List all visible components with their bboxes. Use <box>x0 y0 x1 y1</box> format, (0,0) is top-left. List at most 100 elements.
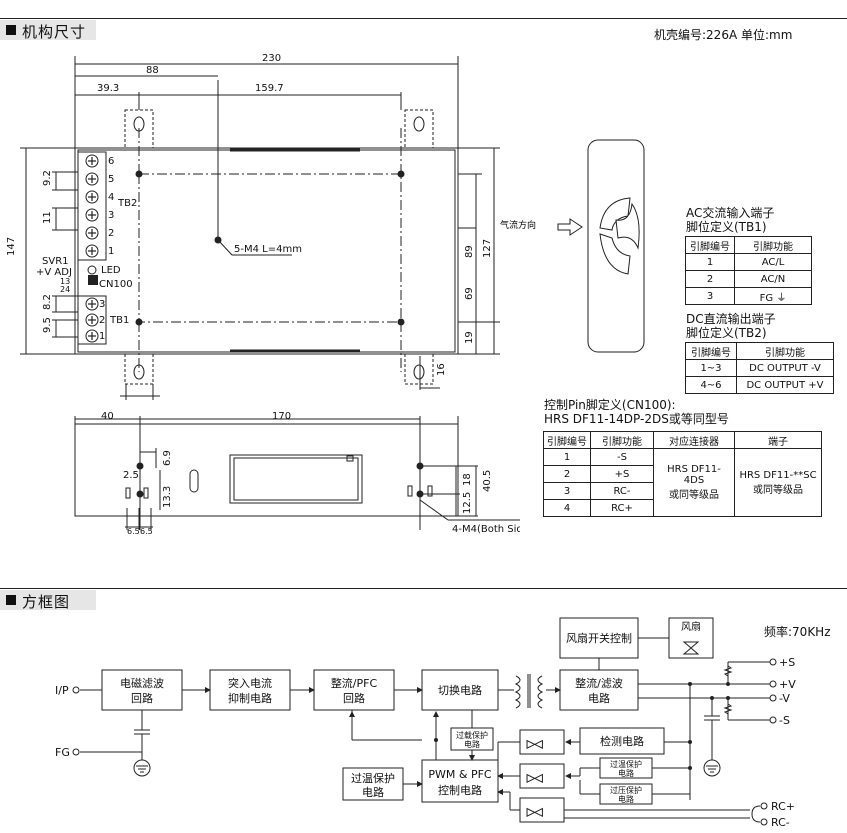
svr-label: SVR1 <box>42 256 69 267</box>
adj-label: +V ADJ <box>36 267 72 278</box>
out-minus-v: -V <box>779 692 790 705</box>
detect-label: 检测电路 <box>600 734 644 748</box>
table-cell: AC/L <box>734 253 812 271</box>
dim-6-9: 6.9 <box>162 450 173 466</box>
dim-127: 127 <box>482 239 493 258</box>
cn100-table-title: 控制Pin脚定义(CN100):HRS DF11-14DP-2DS或等同型号 <box>544 398 729 426</box>
table-cell: 引脚功能 <box>736 342 834 360</box>
optocoupler-icon: ▶◀ <box>527 807 543 818</box>
rc-plus: RC+ <box>771 800 795 813</box>
pin-13-label: 13 <box>60 277 70 286</box>
airflow-label: 气流方向 <box>500 219 536 231</box>
table-cell: 3 <box>685 287 735 305</box>
table-cell: DC OUTPUT -V <box>736 359 834 377</box>
emi-filter-label: 电磁滤波 <box>120 677 164 690</box>
out-plus-v: +V <box>779 678 796 691</box>
out-plus-s: +S <box>779 656 795 669</box>
cn100-label: CN100 <box>99 279 133 290</box>
mount-side-note: 4-M4(Both Sides) L=5mm <box>452 524 520 535</box>
diagram-text: 电路 <box>588 692 610 705</box>
tb2-pin-2: 2 <box>108 228 114 239</box>
fg-label: FG <box>55 746 70 759</box>
tb2-table-title: DC直流输出端子脚位定义(TB2) <box>686 312 776 340</box>
airflow-arrow-icon <box>557 218 583 236</box>
dim-88: 88 <box>146 65 159 76</box>
diagram-text: 抑制电路 <box>228 691 272 705</box>
tb2-pin-6: 6 <box>108 156 114 167</box>
table-cell: 引脚编号 <box>685 236 735 254</box>
switching-label: 切换电路 <box>438 683 482 697</box>
bullet-square-icon <box>6 595 16 605</box>
dim-6-5-a: 6.5 <box>127 527 140 536</box>
fan-label: 风扇 <box>681 620 701 633</box>
diagram-text: 控制电路 <box>438 783 482 797</box>
dim-19: 19 <box>464 331 475 344</box>
dim-40: 40 <box>101 411 114 422</box>
dim-170: 170 <box>272 411 291 422</box>
table-cell: 4 <box>543 499 591 517</box>
table-cell: 3 <box>543 482 591 500</box>
section-title: 方框图 <box>22 593 71 611</box>
dim-2-5: 2.5 <box>123 470 139 481</box>
out-minus-s: -S <box>779 714 790 727</box>
table-cell: 1 <box>543 448 591 466</box>
table-cell: 2 <box>685 270 735 288</box>
dim-11: 11 <box>42 211 53 224</box>
table-cell: HRS DF11-14DP-2DS或等同型号 <box>544 412 729 426</box>
case-info: 机壳编号:226A 单位:mm <box>654 28 793 42</box>
dim-159-7: 159.7 <box>255 83 284 94</box>
table-cell: 2 <box>543 465 591 483</box>
ocp-label: 过载保护 <box>456 730 488 740</box>
tb2-pin-5: 5 <box>108 174 114 185</box>
mount-note: 5-M4 L=4mm <box>234 244 302 255</box>
diagram-text: 电路 <box>618 768 634 778</box>
ot-protect-label: 过温保护 <box>610 759 642 769</box>
diagram-text: 电路 <box>618 794 634 804</box>
tb2-pin-3: 3 <box>108 210 114 221</box>
table-cell: RC+ <box>590 499 654 517</box>
bullet-square-icon <box>6 25 16 35</box>
table-cell: HRS DF11-**SC <box>739 469 817 481</box>
dim-230: 230 <box>262 53 281 64</box>
tb1-table-title: AC交流输入端子脚位定义(TB1) <box>686 206 774 234</box>
table-cell: 引脚编号 <box>685 342 737 360</box>
optocoupler-icon: ▶◀ <box>527 739 543 750</box>
table-cell: FG ⏚ <box>734 287 812 305</box>
diagram-text: 电路 <box>362 786 384 799</box>
dim-16: 16 <box>436 363 447 376</box>
rectifier-label: 整流/滤波 <box>575 676 623 690</box>
section-header-block-diagram: 方框图 <box>0 588 847 612</box>
section-title: 机构尺寸 <box>22 23 87 41</box>
tb2-pin-4: 4 <box>108 192 114 203</box>
dim-6-5-b: 6.5 <box>140 527 153 536</box>
pwm-label: PWM & PFC <box>428 768 492 781</box>
table-cell: 对应连接器 <box>653 431 735 449</box>
inrush-label: 突入电流 <box>228 676 272 690</box>
table-cell: DC直流输出端子 <box>686 312 776 326</box>
ip-label: I/P <box>55 684 69 697</box>
tb1-pin-2: 2 <box>99 315 105 326</box>
tb1-label: TB1 <box>109 315 129 326</box>
dim-147: 147 <box>6 237 17 256</box>
frequency-label: 频率:70KHz <box>764 625 831 639</box>
tb1-pin-1: 1 <box>99 331 105 342</box>
table-cell: AC/N <box>734 270 812 288</box>
diagram-text: 回路 <box>343 692 365 705</box>
table-cell: 脚位定义(TB1) <box>686 220 767 234</box>
top-view-drawing: 230 88 39.3 159.7 147 9.2 11 8.2 9.5 89 … <box>6 53 500 400</box>
table-cell: +S <box>590 465 654 483</box>
table-cell: 或同等级品 <box>753 484 803 496</box>
dim-13-3: 13.3 <box>162 486 173 508</box>
block-diagram: ▶◀ ▶◀ ▶◀ 电磁滤波 回路 突入电流 抑制电路 整流/PFC 回路 切换电… <box>55 617 796 829</box>
table-cell: RC- <box>590 482 654 500</box>
table-cell: 控制Pin脚定义(CN100): <box>544 398 676 412</box>
table-cell: 1~3 <box>685 359 737 377</box>
tb2-label: TB2 <box>117 198 137 209</box>
